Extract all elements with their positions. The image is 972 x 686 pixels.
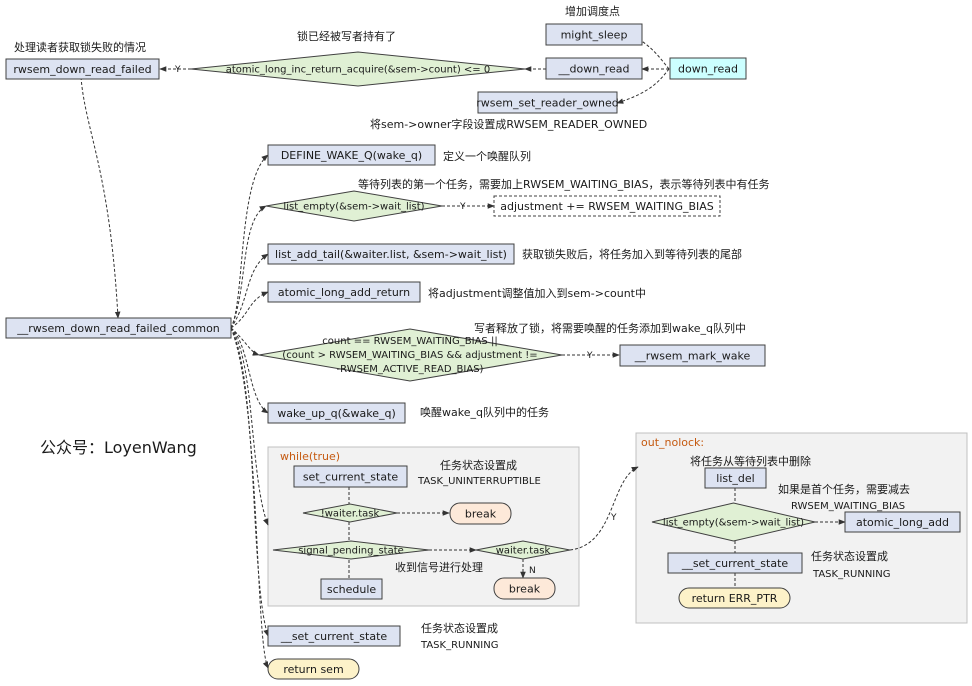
- break-terminal-1-label: break: [465, 508, 497, 521]
- note-remove-from-list: 将任务从等待列表中删除: [690, 454, 811, 468]
- list-del-label: list_del: [716, 472, 754, 485]
- count-condition-line1: count == RWSEM_WAITING_BIAS ||: [322, 336, 497, 347]
- return-sem-terminal: [267, 658, 360, 680]
- schedule-node: [320, 578, 383, 600]
- down-read-label: down_read: [678, 63, 738, 76]
- wake-up-q-label: wake_up_q(&wake_q): [277, 407, 396, 420]
- set-reader-owned-node: [477, 91, 618, 114]
- set-reader-owned-label: rwsem_set_reader_owned: [476, 97, 619, 110]
- down-read-internal-node: [545, 57, 643, 80]
- note-first-waiter: 等待列表的第一个任务，需要加上RWSEM_WAITING_BIAS，表示等待列表…: [358, 177, 770, 191]
- define-wake-q-label: DEFINE_WAKE_Q(wake_q): [281, 149, 422, 162]
- waiter-task-decision-2-label: waiter.task: [496, 546, 551, 557]
- list-empty-decision-2-label: list_empty(&sem->wait_list): [663, 518, 804, 529]
- count-condition-line3: -RWSEM_ACTIVE_READ_BIAS): [337, 364, 484, 375]
- edge-label-yes-2: Y: [459, 202, 466, 212]
- note-add-sched-point: 增加调度点: [565, 4, 620, 18]
- define-wake-q-node: [267, 144, 436, 166]
- note-got-signal: 收到信号进行处理: [395, 560, 483, 574]
- down-read-node: [669, 57, 747, 80]
- while-loop-label: while(true): [280, 450, 340, 463]
- down-read-internal-label: __down_read: [558, 63, 630, 76]
- edge-label-no-1: N: [529, 566, 536, 576]
- set-current-state-running-node-2: [667, 552, 803, 574]
- set-current-state-running-label: __set_current_state: [280, 630, 388, 643]
- watermark: 公众号：LoyenWang: [40, 438, 197, 457]
- set-current-state-running-node: [267, 625, 401, 647]
- might-sleep-label: might_sleep: [561, 29, 628, 42]
- note-state-running-b1: 任务状态设置成: [421, 621, 498, 635]
- signal-pending-decision: [272, 540, 430, 560]
- note-handle-read-failed: 处理读者获取锁失败的情况: [14, 40, 146, 54]
- atomic-count-decision-label: atomic_long_inc_return_acquire(&sem->cou…: [226, 65, 490, 76]
- count-condition-line2: (count > RWSEM_WAITING_BIAS && adjustmen…: [282, 350, 537, 361]
- waiter-task-decision-2: [475, 540, 571, 560]
- note-lock-held: 锁已经被写者持有了: [297, 29, 396, 43]
- note-state-running-a1: 任务状态设置成: [811, 549, 888, 563]
- note-set-owner: 将sem->owner字段设置成RWSEM_READER_OWNED: [370, 117, 647, 131]
- count-condition-decision: [258, 328, 563, 382]
- note-state-running-b2: TASK_RUNNING: [420, 640, 499, 651]
- return-err-ptr-terminal: [678, 587, 791, 609]
- list-del-node: [704, 467, 767, 489]
- break-terminal-1: [449, 502, 512, 525]
- edge-label-yes-1: Y: [174, 65, 181, 75]
- common-label: __rwsem_down_read_failed_common: [16, 322, 220, 335]
- waiter-task-decision-1-label: !waiter.task: [321, 509, 380, 520]
- rwsem-down-read-failed-node: [5, 58, 160, 80]
- note-state-running-a2: TASK_RUNNING: [812, 569, 891, 580]
- edge-label-yes-3: Y: [586, 351, 593, 361]
- list-empty-decision-1: [265, 190, 443, 222]
- return-err-ptr-label: return ERR_PTR: [692, 592, 778, 605]
- edge-label-yes-4: Y: [610, 513, 617, 523]
- atomic-long-add-return-label: atomic_long_add_return: [278, 286, 410, 299]
- break-terminal-2-label: break: [509, 583, 541, 596]
- return-sem-label: return sem: [283, 663, 343, 676]
- set-current-state-node: [293, 465, 408, 488]
- atomic-long-add-label: atomic_long_add: [856, 516, 949, 529]
- wake-up-q-node: [267, 402, 406, 424]
- note-state-uninterruptible-1: 任务状态设置成: [440, 458, 517, 472]
- note-add-to-tail: 获取锁失败后，将任务加入到等待列表的尾部: [522, 247, 742, 261]
- waiter-task-decision-1: [302, 503, 398, 523]
- atomic-count-decision: [190, 51, 526, 87]
- note-add-adjustment: 将adjustment调整值加入到sem->count中: [428, 286, 646, 300]
- atomic-long-add-return-node: [267, 281, 421, 303]
- list-empty-decision-1-label: list_empty(&sem->wait_list): [283, 202, 424, 213]
- common-node: [5, 317, 232, 339]
- list-add-tail-node: [267, 243, 515, 265]
- set-current-state-running-label-2: __set_current_state: [681, 557, 789, 570]
- note-define-wake-queue: 定义一个唤醒队列: [443, 149, 531, 163]
- note-first-task-sub-2: RWSEM_WAITING_BIAS: [791, 501, 905, 512]
- schedule-label: schedule: [327, 583, 377, 596]
- note-writer-released: 写者释放了锁，将需要唤醒的任务添加到wake_q队列中: [474, 321, 746, 335]
- break-terminal-2: [493, 577, 556, 600]
- out-nolock-label: out_nolock:: [641, 436, 704, 449]
- atomic-long-add-node: [844, 511, 961, 533]
- rwsem-mark-wake-label: __rwsem_mark_wake: [634, 350, 751, 363]
- note-wake-queue-tasks: 唤醒wake_q队列中的任务: [420, 405, 549, 419]
- might-sleep-node: [545, 23, 643, 46]
- note-first-task-sub-1: 如果是首个任务，需要减去: [778, 482, 910, 496]
- set-current-state-label: set_current_state: [303, 471, 399, 484]
- note-state-uninterruptible-2: TASK_UNINTERRUPTIBLE: [417, 476, 541, 487]
- signal-pending-decision-label: signal_pending_state: [298, 546, 404, 557]
- rwsem-mark-wake-node: [619, 344, 766, 367]
- rwsem-down-read-failed-label: rwsem_down_read_failed: [13, 63, 151, 76]
- list-add-tail-label: list_add_tail(&waiter.list, &sem->wait_l…: [275, 248, 507, 261]
- adjustment-label: adjustment += RWSEM_WAITING_BIAS: [500, 200, 714, 213]
- adjustment-node: [493, 195, 721, 217]
- list-empty-decision-2: [651, 502, 816, 542]
